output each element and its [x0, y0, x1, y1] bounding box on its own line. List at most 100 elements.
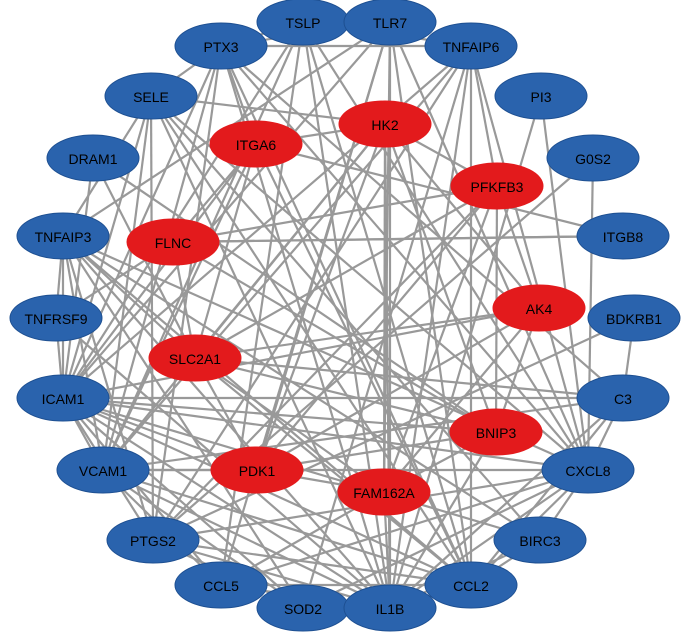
node-ccl2[interactable]: CCL2 [424, 561, 518, 609]
node-vcam1[interactable]: VCAM1 [56, 446, 150, 494]
node-itgb8[interactable]: ITGB8 [576, 212, 670, 260]
node-label: CCL2 [453, 578, 489, 594]
node-bdkrb1[interactable]: BDKRB1 [587, 294, 681, 342]
edge-itga6-vcam1 [102, 143, 257, 471]
node-sele[interactable]: SELE [104, 72, 198, 120]
node-ellipse [174, 22, 268, 70]
node-tnfaip6[interactable]: TNFAIP6 [424, 22, 518, 70]
node-ellipse [209, 120, 303, 168]
node-ellipse [546, 134, 640, 182]
edge-pfkfb3-pdk1 [256, 185, 498, 471]
edge-vcam1-ccl2 [102, 468, 472, 587]
node-label: CCL5 [203, 578, 239, 594]
edge-sele-vcam1 [101, 95, 153, 471]
edge-sele-il1b [150, 95, 391, 609]
edge-tnfaip3-il1b [62, 235, 391, 609]
edge-ptgs2-ccl2 [152, 538, 472, 587]
edge-icam1-il1b [62, 397, 391, 609]
node-label: TNFRSF9 [25, 311, 88, 327]
node-pi3[interactable]: PI3 [494, 72, 588, 120]
node-label: ITGB8 [603, 229, 644, 245]
node-label: FLNC [155, 235, 192, 251]
edge-itga6-icam1 [62, 143, 257, 399]
edge-ak4-icam1 [62, 306, 540, 400]
node-ak4[interactable]: AK4 [492, 284, 586, 332]
node-ellipse [493, 516, 587, 564]
node-label: TLR7 [373, 15, 407, 31]
node-itga6[interactable]: ITGA6 [209, 120, 303, 168]
node-icam1[interactable]: ICAM1 [16, 374, 110, 422]
node-c3[interactable]: C3 [576, 374, 670, 422]
node-label: PTX3 [203, 39, 238, 55]
node-ellipse [148, 334, 242, 382]
node-fam162a[interactable]: FAM162A [337, 468, 431, 516]
node-tnfaip3[interactable]: TNFAIP3 [16, 212, 110, 260]
edge-flnc-itgb8 [172, 234, 624, 244]
node-ellipse [576, 212, 670, 260]
node-label: AK4 [526, 301, 553, 317]
edge-tslp-ccl5 [219, 21, 305, 586]
node-ellipse [46, 134, 140, 182]
edge-ptx3-cxcl8 [220, 45, 589, 471]
node-ellipse [338, 100, 432, 148]
node-flnc[interactable]: FLNC [126, 218, 220, 266]
node-label: TNFAIP6 [443, 39, 500, 55]
node-pdk1[interactable]: PDK1 [210, 446, 304, 494]
node-bnip3[interactable]: BNIP3 [449, 408, 543, 456]
node-birc3[interactable]: BIRC3 [493, 516, 587, 564]
node-ellipse [424, 561, 518, 609]
edge-cxcl8-ccl5 [220, 468, 589, 587]
node-label: PI3 [530, 89, 551, 105]
edge-slc2a1-ccl2 [194, 357, 472, 586]
node-label: BIRC3 [519, 533, 560, 549]
node-label: DRAM1 [68, 151, 117, 167]
node-ellipse [492, 284, 586, 332]
node-slc2a1[interactable]: SLC2A1 [148, 334, 242, 382]
node-label: BDKRB1 [606, 311, 662, 327]
edge-dram1-icam1 [61, 157, 95, 399]
node-label: PFKFB3 [471, 179, 524, 195]
edge-tslp-icam1 [62, 21, 304, 399]
node-tslp[interactable]: TSLP [256, 0, 350, 46]
edge-sele-icam1 [61, 95, 153, 399]
node-ellipse [16, 374, 110, 422]
node-tlr7[interactable]: TLR7 [343, 0, 437, 46]
node-ellipse [126, 218, 220, 266]
node-ccl5[interactable]: CCL5 [174, 561, 268, 609]
edge-tlr7-cxcl8 [388, 21, 590, 471]
node-ellipse [343, 0, 437, 46]
node-label: VCAM1 [79, 463, 127, 479]
node-g0s2[interactable]: G0S2 [546, 134, 640, 182]
node-sod2[interactable]: SOD2 [256, 584, 350, 632]
edge-pfkfb3-ptgs2 [152, 185, 498, 541]
node-label: SLC2A1 [169, 351, 221, 367]
node-label: PDK1 [239, 463, 276, 479]
edge-hk2-ak4 [384, 123, 540, 309]
edge-bnip3-dram1 [92, 157, 497, 433]
node-ellipse [424, 22, 518, 70]
node-label: ICAM1 [42, 391, 85, 407]
node-tnfrsf9[interactable]: TNFRSF9 [9, 294, 103, 342]
edge-bnip3-il1b [389, 431, 497, 609]
node-pfkfb3[interactable]: PFKFB3 [450, 162, 544, 210]
edge-slc2a1-bnip3 [194, 356, 497, 434]
node-ptx3[interactable]: PTX3 [174, 22, 268, 70]
node-ptgs2[interactable]: PTGS2 [106, 516, 200, 564]
node-ellipse [56, 446, 150, 494]
node-label: TNFAIP3 [35, 229, 92, 245]
edge-tnfaip6-il1b [388, 45, 473, 609]
edge-c3-ccl2 [470, 397, 624, 586]
node-hk2[interactable]: HK2 [338, 100, 432, 148]
node-cxcl8[interactable]: CXCL8 [541, 446, 635, 494]
node-label: FAM162A [353, 485, 415, 501]
node-dram1[interactable]: DRAM1 [46, 134, 140, 182]
node-ellipse [576, 374, 670, 422]
edge-bnip3-icam1 [62, 396, 497, 434]
node-il1b[interactable]: IL1B [343, 584, 437, 632]
edge-itga6-slc2a1 [193, 143, 258, 359]
edge-tnfaip3-vcam1 [61, 235, 105, 471]
edge-c3-vcam1 [102, 396, 624, 472]
node-label: C3 [614, 391, 632, 407]
node-ellipse [104, 72, 198, 120]
